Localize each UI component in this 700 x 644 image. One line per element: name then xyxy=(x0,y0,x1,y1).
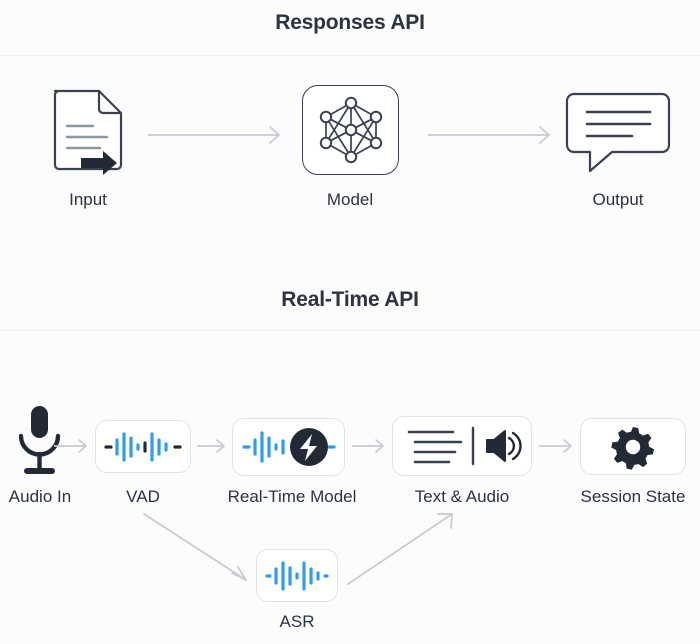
arrow-asr-to-text-audio xyxy=(344,508,464,593)
node-label-input: Input xyxy=(69,190,107,209)
node-label-session-state: Session State xyxy=(580,487,686,506)
speech-bubble-lines-icon xyxy=(565,90,671,173)
gear-icon xyxy=(611,425,655,470)
document-arrow-icon xyxy=(45,85,131,175)
node-label-audio-in: Audio In xyxy=(8,487,72,506)
node-label-vad: VAD xyxy=(126,487,160,506)
arrow-model-to-text xyxy=(352,434,390,458)
real-time-model-icon-box[interactable] xyxy=(232,418,345,476)
text-speaker-icon xyxy=(403,424,522,468)
node-label-output: Output xyxy=(592,190,644,209)
waveform-bolt-icon xyxy=(241,425,337,469)
asr-icon-box[interactable] xyxy=(256,549,338,602)
section-title-responses-api: Responses API xyxy=(275,11,425,34)
model-icon-box[interactable] xyxy=(302,85,399,175)
arrow-vad-to-model xyxy=(197,434,231,458)
neural-network-icon xyxy=(315,94,387,166)
arrow-vad-to-asr xyxy=(140,510,260,595)
vad-icon-box[interactable] xyxy=(95,420,191,473)
node-label-real-time-model: Real-Time Model xyxy=(227,487,357,506)
microphone-icon xyxy=(12,404,67,482)
node-label-model: Model xyxy=(326,190,374,209)
waveform-icon xyxy=(264,559,330,593)
section-title-real-time-api: Real-Time API xyxy=(281,288,419,311)
arrow-model-to-output xyxy=(428,121,558,149)
text-audio-icon-box[interactable] xyxy=(392,416,532,476)
node-label-text-audio: Text & Audio xyxy=(414,487,510,506)
session-state-icon-box[interactable] xyxy=(580,418,686,475)
node-label-asr: ASR xyxy=(279,612,315,631)
section-divider-1 xyxy=(0,55,700,56)
waveform-icon xyxy=(103,429,183,465)
arrow-text-to-session xyxy=(539,434,579,458)
arrow-input-to-model xyxy=(148,121,288,149)
section-divider-2 xyxy=(0,330,700,331)
